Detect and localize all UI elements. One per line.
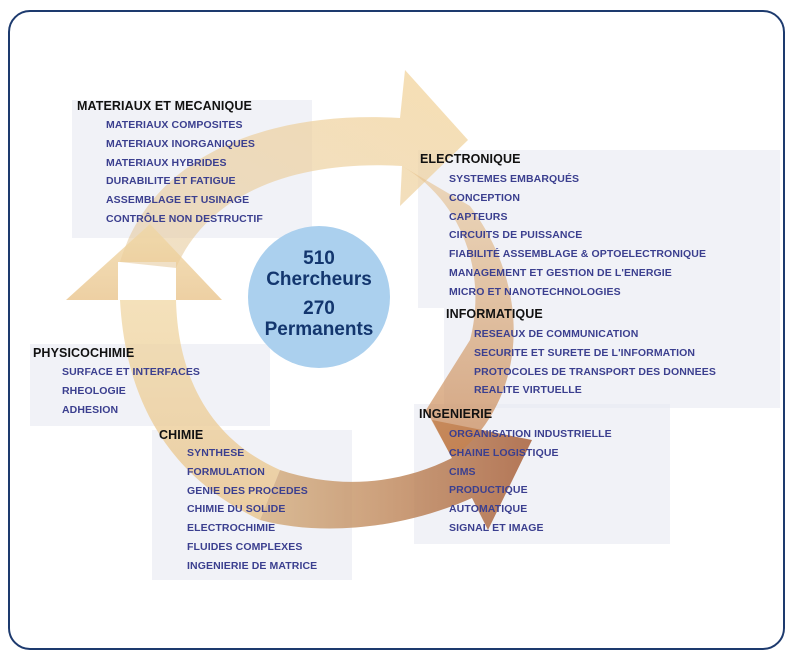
list-item: MICRO ET NANOTECHNOLOGIES	[449, 285, 621, 298]
list-item: CAPTEURS	[449, 210, 508, 223]
researchers-count: 510	[303, 248, 335, 269]
arrow-top	[120, 70, 468, 268]
group-list-chimie: SYNTHESE FORMULATION GENIE DES PROCEDES …	[187, 444, 317, 576]
group-title-materiaux: MATERIAUX ET MECANIQUE	[77, 99, 252, 113]
list-item: ASSEMBLAGE ET USINAGE	[106, 194, 250, 207]
list-item: DURABILITE ET FATIGUE	[106, 175, 236, 188]
group-list-informatique: RESEAUX DE COMMUNICATION SECURITE ET SUR…	[474, 325, 716, 400]
arrow-left-body	[120, 300, 280, 520]
group-title-ingenierie: INGENIERIE	[419, 407, 493, 421]
permanents-label: Permanents	[264, 319, 374, 340]
group-list-ingenierie: ORGANISATION INDUSTRIELLE CHAINE LOGISTI…	[449, 425, 612, 538]
list-item: FIABILITÉ ASSEMBLAGE & OPTOELECTRONIQUE	[449, 248, 707, 261]
list-item: MANAGEMENT ET GESTION DE L'ENERGIE	[449, 266, 672, 279]
group-title-physicochimie: PHYSICOCHIMIE	[33, 346, 135, 360]
list-item: SECURITE ET SURETE DE L'INFORMATION	[474, 346, 696, 359]
list-item: CHIMIE DU SOLIDE	[187, 503, 286, 516]
list-item: CONCEPTION	[449, 191, 521, 204]
group-title-informatique: INFORMATIQUE	[446, 307, 543, 321]
permanents-count: 270	[303, 298, 335, 319]
list-item: INGENIERIE DE MATRICE	[187, 559, 318, 572]
list-item: MATERIAUX COMPOSITES	[106, 119, 243, 131]
list-item: PRODUCTIQUE	[449, 484, 528, 497]
group-list-materiaux: MATERIAUX COMPOSITES MATERIAUX INORGANIQ…	[106, 116, 263, 229]
list-item: CIRCUITS DE PUISSANCE	[449, 229, 583, 242]
list-item: PROTOCOLES DE TRANSPORT DES DONNEES	[474, 365, 716, 378]
list-item: ADHESION	[62, 403, 119, 416]
list-item: RESEAUX DE COMMUNICATION	[474, 328, 639, 340]
list-item: CIMS	[449, 465, 476, 478]
arrow-left	[66, 224, 222, 300]
list-item: REALITE VIRTUELLE	[474, 384, 582, 397]
list-item: ORGANISATION INDUSTRIELLE	[449, 428, 612, 440]
list-item: MATERIAUX INORGANIQUES	[106, 137, 256, 150]
arrow-right	[402, 166, 514, 458]
list-item: FORMULATION	[187, 465, 265, 478]
group-list-electronique: SYSTEMES EMBARQUÉS CONCEPTION CAPTEURS C…	[449, 170, 706, 302]
list-item: FLUIDES COMPLEXES	[187, 540, 303, 553]
researchers-label: Chercheurs	[266, 269, 372, 290]
list-item: CONTRÔLE NON DESTRUCTIF	[106, 212, 263, 225]
list-item: CHAINE LOGISTIQUE	[449, 446, 559, 459]
group-title-electronique: ELECTRONIQUE	[420, 152, 521, 166]
group-title-chimie: CHIMIE	[159, 428, 204, 442]
list-item: ELECTROCHIMIE	[187, 522, 276, 535]
center-circle: 510 Chercheurs 270 Permanents	[248, 226, 390, 368]
list-item: SYNTHESE	[187, 447, 245, 459]
list-item: MATERIAUX HYBRIDES	[106, 156, 227, 169]
cycle-arrows	[30, 70, 780, 580]
list-item: SIGNAL ET IMAGE	[449, 521, 544, 534]
list-item: AUTOMATIQUE	[449, 503, 528, 516]
list-item: RHEOLOGIE	[62, 384, 126, 397]
group-list-physicochimie: SURFACE ET INTERFACES RHEOLOGIE ADHESION	[62, 363, 200, 419]
list-item: SURFACE ET INTERFACES	[62, 366, 201, 378]
list-item: GENIE DES PROCEDES	[187, 484, 308, 497]
list-item: SYSTEMES EMBARQUÉS	[449, 173, 580, 185]
